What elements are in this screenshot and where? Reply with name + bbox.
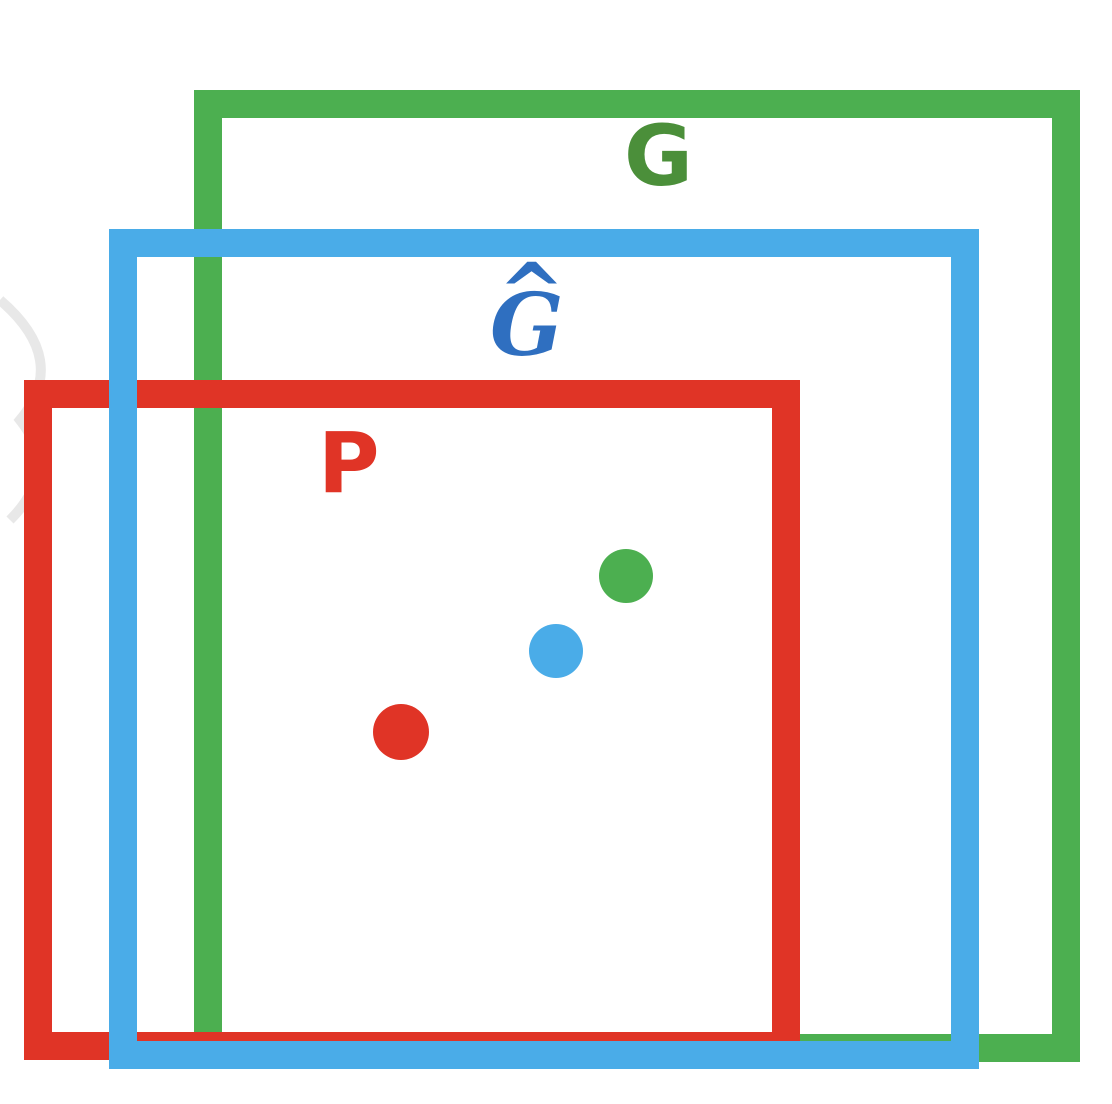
ground-truth-label: G xyxy=(624,107,693,205)
predicted-box-label: G xyxy=(490,275,563,376)
ground-truth-center-dot xyxy=(599,549,653,603)
proposal-label: P xyxy=(318,414,380,512)
predicted-box-label-accent: ^ xyxy=(498,245,565,339)
predicted-box xyxy=(109,229,979,1069)
predicted-center-dot xyxy=(529,624,583,678)
proposal-center-dot xyxy=(373,704,429,760)
